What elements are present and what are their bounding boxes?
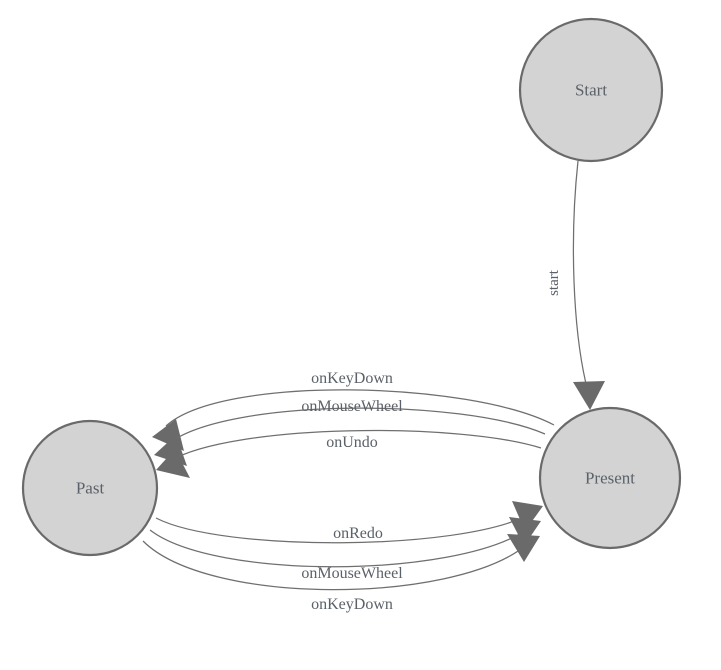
node-present-label: Present: [585, 469, 635, 488]
edge-start-arrowhead: [573, 381, 605, 410]
edge-start-path: [572, 160, 589, 393]
edge-wheel-redo-arrowhead: [509, 517, 541, 546]
edge-wheel-undo-path: [167, 407, 546, 445]
node-past-label: Past: [76, 479, 105, 498]
node-start-circle: [518, 17, 664, 163]
edge-start[interactable]: start: [546, 160, 605, 410]
edge-redo-label: onRedo: [333, 525, 383, 542]
node-present[interactable]: Present: [538, 406, 682, 550]
node-past-circle: [21, 419, 159, 557]
edge-wheel-undo[interactable]: onMouseWheel: [154, 398, 546, 466]
edge-wheel-undo-label: onMouseWheel: [301, 398, 403, 415]
edge-undo-arrowhead: [156, 449, 190, 478]
edge-redo[interactable]: onRedo: [155, 501, 543, 544]
edge-redo-arrowhead: [512, 501, 543, 531]
edge-start-label: start: [546, 269, 562, 296]
edge-wheel-redo[interactable]: onMouseWheel: [149, 517, 541, 582]
edge-keydown-redo-path: [142, 540, 526, 591]
edge-undo-path: [169, 429, 542, 462]
edge-undo-label: onUndo: [326, 434, 378, 451]
edge-redo-path: [155, 514, 529, 544]
node-past[interactable]: Past: [21, 419, 159, 557]
node-start[interactable]: Start: [518, 17, 664, 163]
edge-wheel-redo-path: [149, 529, 527, 568]
edge-keydown-undo-path: [165, 389, 555, 427]
node-start-label: Start: [575, 81, 607, 100]
edge-keydown-redo-label: onKeyDown: [311, 596, 393, 613]
edge-undo[interactable]: onUndo: [156, 429, 542, 478]
edge-keydown-redo-arrowhead: [507, 534, 540, 562]
edge-keydown-undo-label: onKeyDown: [311, 370, 393, 387]
edge-wheel-redo-label: onMouseWheel: [301, 565, 403, 582]
edge-keydown-redo[interactable]: onKeyDown: [142, 534, 540, 613]
node-present-circle: [538, 406, 682, 550]
